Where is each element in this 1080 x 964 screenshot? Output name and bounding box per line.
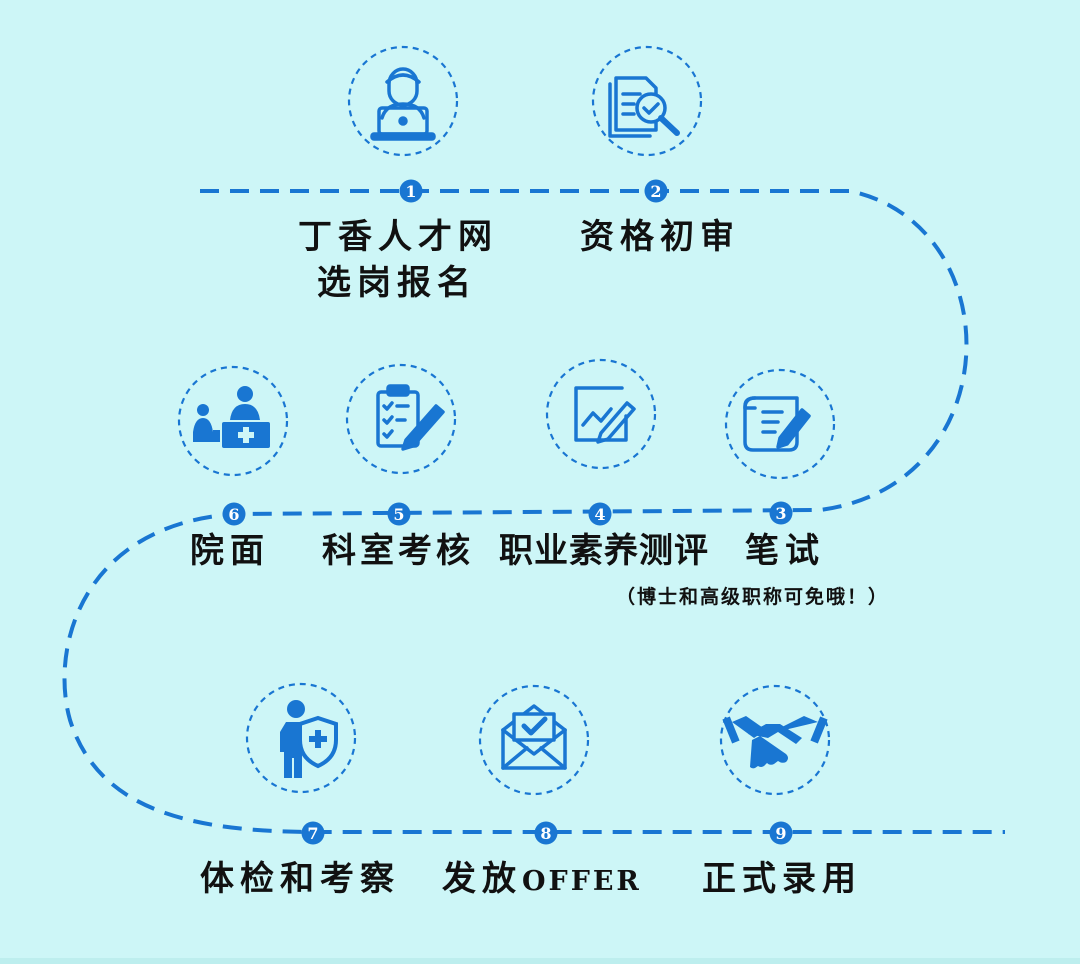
step-3-label: 笔试 xyxy=(745,531,825,571)
step-2-number: 2 xyxy=(650,182,661,201)
step-3-note: （博士和高级职称可免哦！） xyxy=(616,586,890,608)
step-6-icon-badge xyxy=(177,365,289,477)
step-9-label: 正式录用 xyxy=(702,859,862,899)
step-8-label-offer: OFFER xyxy=(522,866,642,897)
step-5-icon-badge xyxy=(345,363,457,475)
step-1-label-line2: 选岗报名 xyxy=(317,263,477,303)
step-7-label: 体检和考察 xyxy=(200,859,400,899)
step-5-marker: 5 xyxy=(387,502,411,526)
scroll-pen-icon xyxy=(743,396,811,452)
step-1-label-line1: 丁香人才网 xyxy=(298,217,498,257)
step-5-number: 5 xyxy=(393,505,404,524)
step-4-label: 职业素养测评 xyxy=(499,531,709,571)
step-7-number: 7 xyxy=(307,824,318,843)
step-3-marker: 3 xyxy=(769,501,793,525)
step-2-icon-badge xyxy=(591,45,703,157)
process-path xyxy=(62,189,1005,834)
chart-pen-icon xyxy=(574,386,636,444)
step-1-marker: 1 xyxy=(399,179,423,203)
step-3-number: 3 xyxy=(775,504,786,523)
step-9-marker: 9 xyxy=(769,821,793,845)
step-8-marker: 8 xyxy=(534,821,558,845)
step-6-label: 院面 xyxy=(190,531,270,571)
step-6-number: 6 xyxy=(228,505,239,524)
step-5-label: 科室考核 xyxy=(322,531,474,571)
step-4-number: 4 xyxy=(594,505,605,524)
step-9-number: 9 xyxy=(775,824,786,843)
step-8-number: 8 xyxy=(540,824,551,843)
step-9-icon-badge xyxy=(719,684,831,796)
step-8-icon-badge xyxy=(478,684,590,796)
person-shield-icon xyxy=(280,700,338,778)
step-1-number: 1 xyxy=(405,182,416,201)
step-2-label: 资格初审 xyxy=(580,217,740,257)
envelope-check-icon xyxy=(501,704,567,770)
step-2-marker: 2 xyxy=(644,179,668,203)
handshake-icon xyxy=(722,716,828,769)
step-4-marker: 4 xyxy=(588,502,612,526)
clipboard-check-icon xyxy=(376,384,445,451)
step-4-icon-badge xyxy=(545,358,657,470)
person-laptop-icon xyxy=(370,67,436,141)
step-8-label-group: 发放OFFER xyxy=(442,862,642,896)
document-search-icon xyxy=(608,76,680,138)
step-6-marker: 6 xyxy=(222,502,246,526)
step-7-marker: 7 xyxy=(301,821,325,845)
step-7-icon-badge xyxy=(245,682,357,794)
interview-desk-icon xyxy=(193,386,270,448)
step-1-icon-badge xyxy=(347,45,459,157)
bottom-band xyxy=(0,958,1080,964)
step-3-icon-badge xyxy=(724,368,836,480)
step-8-label: 发放 xyxy=(442,859,522,899)
